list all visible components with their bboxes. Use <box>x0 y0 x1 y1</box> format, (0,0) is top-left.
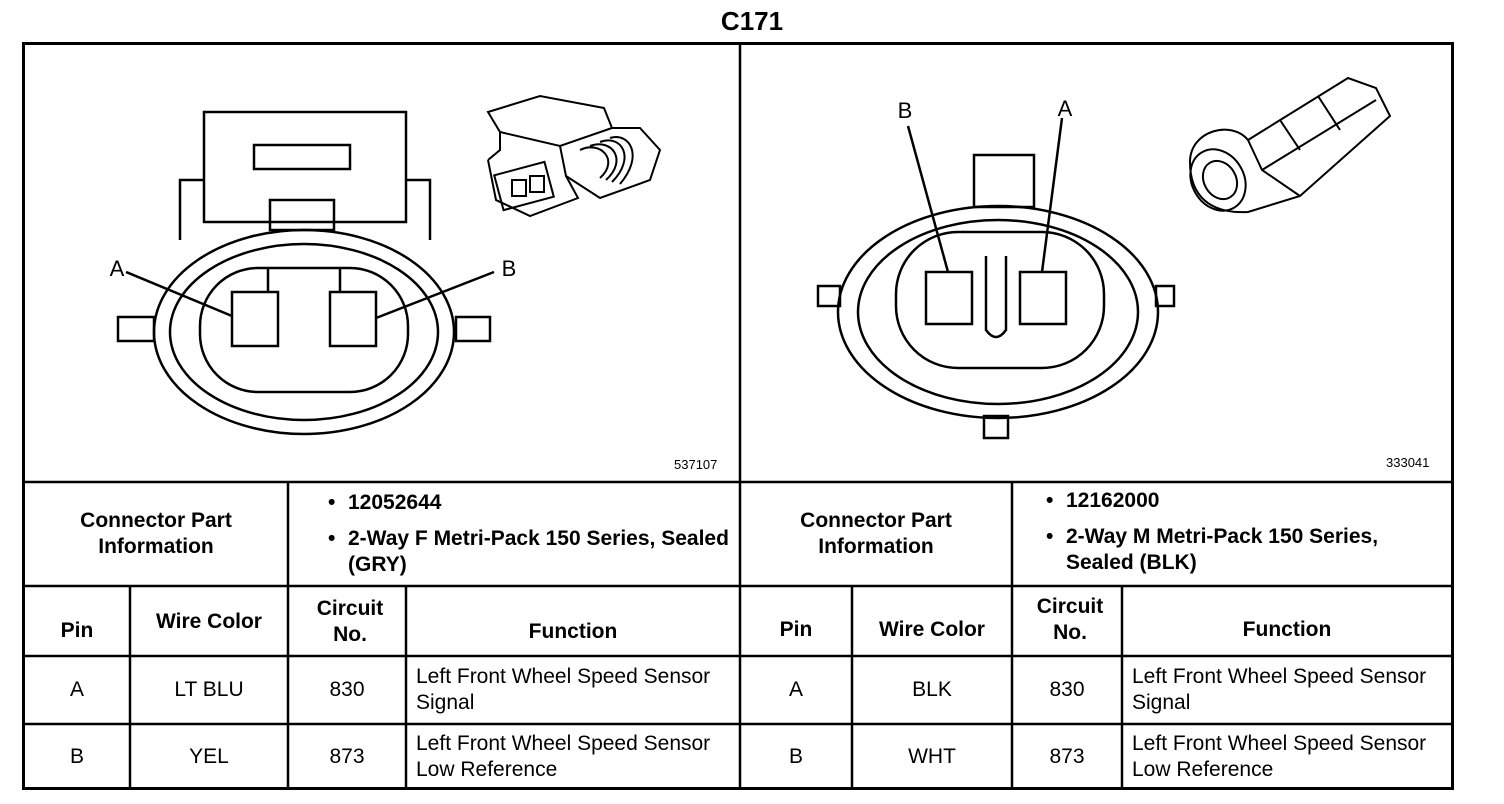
left-pin-a-label: A <box>109 256 125 281</box>
right-info-label: Connector Part Information <box>800 509 952 558</box>
left-row-a-circuit: 830 <box>329 678 365 701</box>
right-row-a-circuit: 830 <box>1049 678 1085 701</box>
right-pin-a-label: A <box>1057 96 1073 121</box>
left-row-a-function: Left Front Wheel Speed Sensor Signal <box>416 665 711 714</box>
left-header-circuit: Circuit No. <box>316 597 384 646</box>
right-pin-b-label: B <box>897 98 913 123</box>
right-part-info: 12162000 2-Way M Metri-Pack 150 Series, … <box>1046 488 1446 586</box>
right-row-b-wire-color: WHT <box>908 745 956 768</box>
left-header-function: Function <box>528 620 618 643</box>
right-part-description: 2-Way M Metri-Pack 150 Series, Sealed (B… <box>1046 524 1446 576</box>
right-image-ref: 333041 <box>1386 455 1430 470</box>
left-image-ref: 537107 <box>674 457 718 472</box>
right-row-a-function: Left Front Wheel Speed Sensor Signal <box>1132 665 1427 714</box>
left-pin-b-label: B <box>501 256 517 281</box>
left-info-label: Connector Part Information <box>80 509 232 558</box>
right-header-function: Function <box>1242 618 1332 641</box>
right-header-wire-color: Wire Color <box>879 618 985 641</box>
diagram-title: C171 <box>720 6 784 36</box>
left-header-wire-color: Wire Color <box>156 610 262 633</box>
right-part-number: 12162000 <box>1046 488 1446 514</box>
female-connector-sketch <box>486 94 662 218</box>
connector-frame <box>22 42 1454 790</box>
right-row-b-pin: B <box>788 745 803 768</box>
right-row-a-wire-color: BLK <box>912 678 952 701</box>
right-row-a-pin: A <box>788 678 803 701</box>
male-connector-face <box>816 117 1176 440</box>
table-grid <box>24 44 1452 788</box>
right-header-pin: Pin <box>779 618 813 641</box>
right-row-b-circuit: 873 <box>1049 745 1085 768</box>
right-row-b-function: Left Front Wheel Speed Sensor Low Refere… <box>1132 732 1427 781</box>
left-part-description: 2-Way F Metri-Pack 150 Series, Sealed (G… <box>328 526 738 578</box>
male-connector-sketch <box>1188 76 1392 214</box>
left-row-b-circuit: 873 <box>329 745 365 768</box>
left-row-a-pin: A <box>69 678 84 701</box>
left-part-number: 12052644 <box>328 490 738 516</box>
left-part-info: 12052644 2-Way F Metri-Pack 150 Series, … <box>328 490 738 588</box>
left-row-b-wire-color: YEL <box>189 745 229 768</box>
left-row-b-function: Left Front Wheel Speed Sensor Low Refere… <box>416 732 711 781</box>
left-header-pin: Pin <box>60 619 94 642</box>
left-row-b-pin: B <box>69 745 84 768</box>
female-connector-face <box>116 110 495 436</box>
right-header-circuit: Circuit No. <box>1036 595 1104 644</box>
left-row-a-wire-color: LT BLU <box>174 678 244 701</box>
